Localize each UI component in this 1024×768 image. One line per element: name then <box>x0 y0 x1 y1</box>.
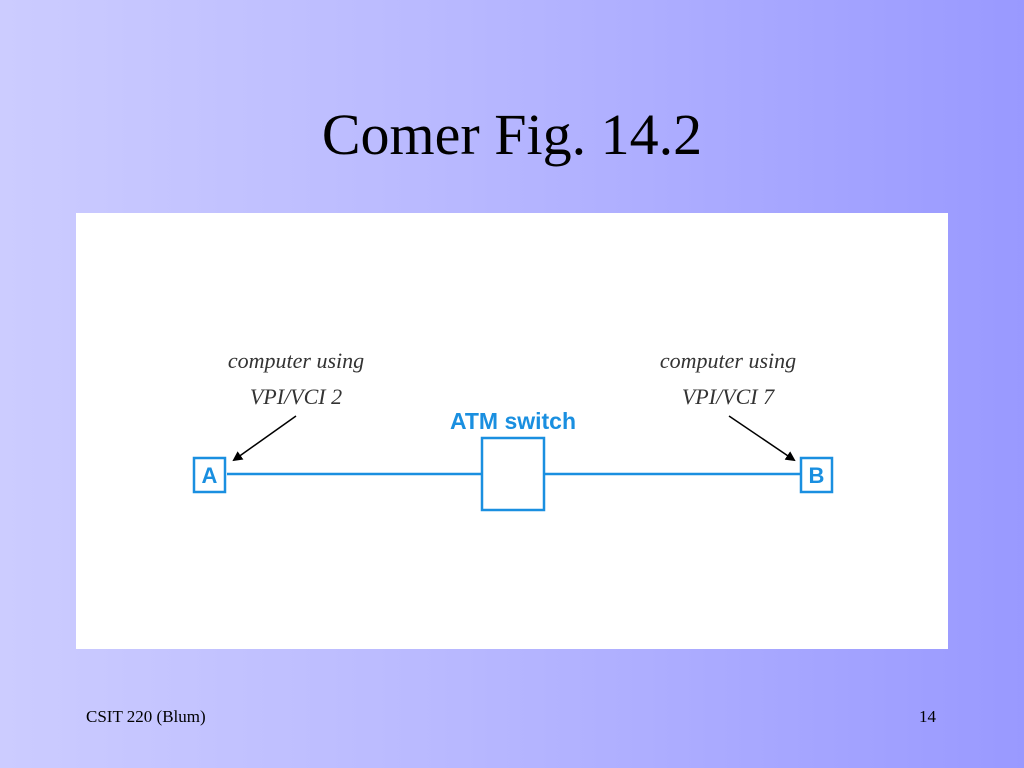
atm-diagram: ATM switch A B computer using VPI/VCI 2 … <box>192 348 834 512</box>
node-a-box <box>192 456 227 494</box>
arrow-to-b <box>728 415 796 462</box>
left-label-line2: VPI/VCI 2 <box>250 384 342 409</box>
footer-page-number: 14 <box>919 707 936 726</box>
right-label-line1: computer using <box>660 348 796 373</box>
footer-course: CSIT 220 (Blum) <box>86 707 206 726</box>
figure-panel: ATM switch A B computer using VPI/VCI 2 … <box>76 213 948 649</box>
left-label-line1: computer using <box>228 348 364 373</box>
node-a-label: A <box>202 463 218 488</box>
node-b-label: B <box>809 463 825 488</box>
right-label-line2: VPI/VCI 7 <box>682 384 775 409</box>
atm-switch-box <box>480 436 546 512</box>
node-b-box <box>799 456 834 494</box>
atm-switch-label: ATM switch <box>450 408 576 434</box>
slide-title: Comer Fig. 14.2 <box>321 102 703 167</box>
arrow-to-a <box>232 415 297 462</box>
